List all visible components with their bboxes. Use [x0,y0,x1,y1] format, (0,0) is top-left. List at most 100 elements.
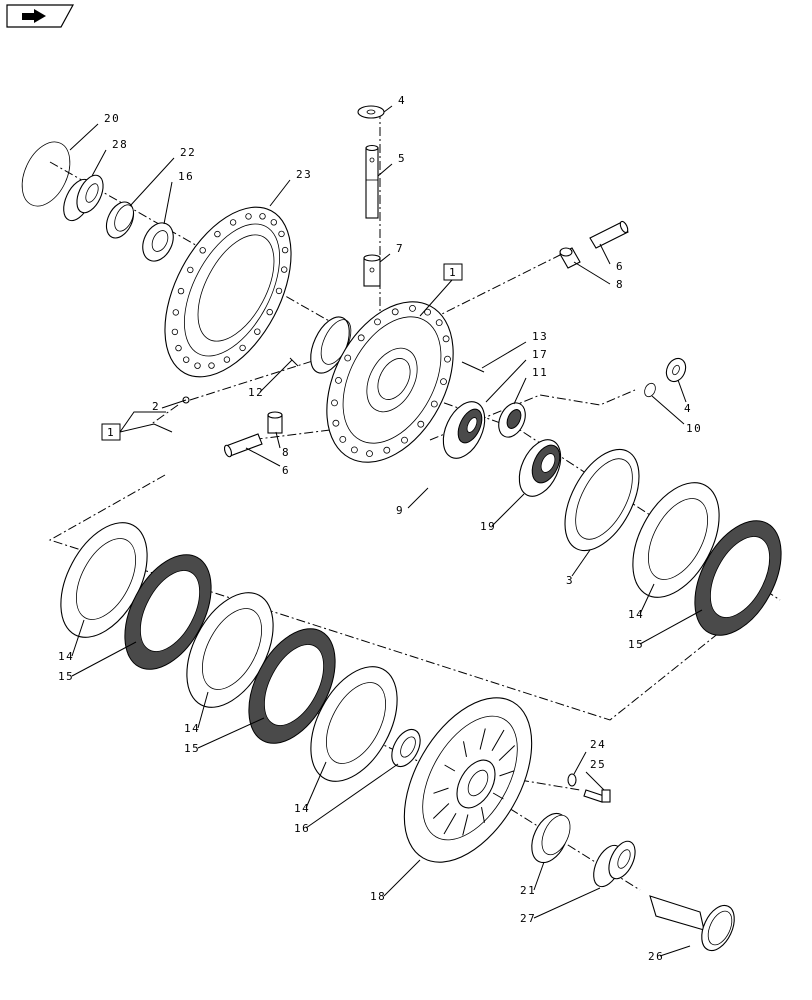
bolt-hole [214,230,221,238]
leader-line [573,751,587,775]
bolt-hole [223,356,231,363]
callout-c10: 10 [686,422,702,435]
housing-rib [432,803,450,819]
part-14-separator-plate [60,522,148,638]
flange-hole [430,400,438,408]
callout-c7: 7 [396,242,404,255]
callout-c23: 23 [296,168,312,181]
part-6-pin-right [589,220,629,249]
part-24-washer [567,773,577,787]
flange-hole [344,354,352,362]
callout-c16a: 16 [178,170,194,183]
callout-leaders [69,105,703,957]
flange-hole [331,399,338,407]
part-1-differential-case [310,301,454,463]
bolt-hole [270,219,277,226]
reference-box-1b: 1 [101,411,173,441]
bolt-hole [281,266,288,273]
part-7-spacer [363,254,381,287]
leader-line [161,399,187,409]
part-26-pinion-shaft [649,895,735,952]
callout-c13: 13 [532,330,548,343]
part-8-bushing-left [267,411,283,434]
leader-line [69,123,99,151]
callout-c4b: 4 [684,402,692,415]
bolt-hole [259,213,266,220]
leader-line [573,261,611,285]
bolt-hole [177,287,185,295]
callout-c4a: 4 [398,94,406,107]
flange-hole [335,376,342,384]
leader-line [639,583,655,615]
part-16-thrust-washer [142,222,174,262]
housing-rib [481,807,485,823]
bolt-hole [275,287,283,295]
callout-c14a: 14 [58,650,74,663]
leader-line [269,179,291,207]
callout-c18: 18 [370,890,386,903]
flange-hole [401,436,408,444]
leader-line [91,149,107,177]
part-14-separator-plate [632,482,720,598]
housing-rib [462,814,469,836]
part-14-separator-plate [310,666,398,782]
callout-c27: 27 [520,912,536,925]
flange-hole [409,304,416,312]
bolt-hole [278,230,285,238]
bolt-hole [281,246,289,254]
flange-hole [350,446,358,454]
callout-c26: 26 [648,950,664,963]
part-16-thrust-washer-lower [391,728,421,768]
callout-c14c: 14 [628,608,644,621]
callout-c20: 20 [104,112,120,125]
bolt-hole [229,219,237,226]
leader-line [639,609,703,645]
bolt-hole [208,362,215,369]
reference-box-1a: 1 [419,263,463,317]
housing-rib [433,787,449,794]
leader-line [383,859,421,897]
leader-line [407,487,429,509]
housing-rib [499,770,515,777]
bolt-hole [266,308,273,316]
back-arrow-icon [6,4,75,28]
part-15-friction-disc [124,554,212,670]
leader-line [571,549,591,577]
flange-hole [357,334,365,342]
part-5-cross-shaft [365,144,379,219]
leader-line [163,181,173,225]
callout-c28: 28 [112,138,128,151]
housing-rib [492,792,504,800]
part-28-bearing-cone [63,174,104,222]
callout-c25: 25 [590,758,606,771]
part-4-washer-right [665,357,687,383]
callout-c19: 19 [480,520,496,533]
callout-c12: 12 [248,386,264,399]
flange-hole [417,420,425,428]
bolt-hole [194,362,201,369]
leader-line [197,717,265,749]
callout-c16b: 16 [294,822,310,835]
leader-line [71,641,137,677]
part-21-bearing-cup [531,812,571,864]
bolt-hole [199,247,206,254]
leader-line [383,105,393,113]
leader-line [71,619,85,657]
leader-line [259,359,293,393]
callout-c5: 5 [398,152,406,165]
bolt-hole [239,344,246,352]
bolt-hole [175,344,182,352]
flange-hole [332,419,340,427]
flange-hole [424,308,432,316]
part-8-bushing-right [559,247,581,269]
flange-hole [442,335,450,343]
leader-line [197,691,209,729]
flange-hole [383,446,391,454]
leader-line [245,447,281,467]
housing-rib [443,812,457,835]
leader-line [533,861,545,891]
leader-line [481,341,527,369]
back-button[interactable] [6,4,75,28]
